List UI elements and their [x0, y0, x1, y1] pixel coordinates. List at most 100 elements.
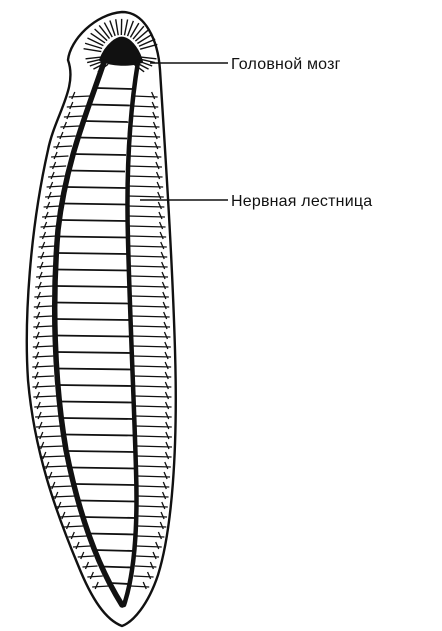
- lateral-nerve-tick-left: [37, 402, 40, 409]
- head-nerve-ray: [133, 26, 144, 39]
- lateral-nerve-tick-right: [152, 102, 155, 109]
- lateral-nerve-tick-right: [161, 512, 164, 519]
- nerve-ladder-rung: [56, 352, 131, 353]
- lateral-nerve-left: [53, 146, 72, 147]
- lateral-nerve-tick-left: [95, 582, 98, 589]
- head-nerve-ray: [91, 33, 105, 43]
- lateral-nerve-tick-left: [36, 352, 39, 359]
- nerve-ladder-rung: [55, 303, 129, 304]
- lateral-nerve-tick-right: [165, 362, 168, 369]
- nerve-ladder-rung: [57, 270, 128, 271]
- nerve-ladder-rung: [57, 369, 132, 370]
- lateral-nerve-tick-left: [58, 502, 61, 509]
- lateral-nerve-tick-left: [90, 572, 93, 579]
- lateral-nerve-tick-left: [41, 442, 44, 449]
- lateral-nerve-tick-left: [45, 212, 48, 219]
- lateral-nerve-tick-right: [162, 262, 165, 269]
- nerve-ladder-rung: [55, 319, 129, 320]
- lateral-nerve-left: [38, 256, 55, 257]
- lateral-nerve-tick-right: [164, 332, 167, 339]
- nerve-ladder-rung: [78, 138, 127, 139]
- lateral-nerve-tick-left: [53, 162, 56, 169]
- lateral-nerve-tick-left: [48, 192, 51, 199]
- lateral-nerve-left: [64, 116, 83, 117]
- nerve-ladder-rung: [83, 517, 135, 518]
- lateral-nerve-tick-left: [76, 542, 79, 549]
- lateral-nerve-tick-left: [37, 312, 40, 319]
- lateral-nerve-right: [135, 416, 171, 417]
- lateral-nerve-right: [129, 246, 167, 247]
- head-nerve-ray: [116, 19, 119, 35]
- lateral-nerve-tick-left: [72, 92, 75, 99]
- lateral-nerve-tick-right: [160, 222, 163, 229]
- lateral-nerve-tick-left: [42, 242, 45, 249]
- lateral-nerve-tick-right: [166, 442, 169, 449]
- lateral-nerve-tick-right: [161, 242, 164, 249]
- lateral-nerve-left: [33, 326, 52, 327]
- lateral-nerve-right: [135, 406, 171, 407]
- lateral-nerve-left: [44, 206, 61, 207]
- lateral-nerve-tick-right: [154, 132, 157, 139]
- lateral-nerve-left: [37, 266, 55, 267]
- lateral-nerve-right: [132, 326, 170, 327]
- lateral-nerve-tick-left: [38, 412, 41, 419]
- lateral-nerve-left: [92, 586, 109, 587]
- lateral-nerve-tick-right: [166, 402, 169, 409]
- lateral-nerve-tick-right: [163, 482, 166, 489]
- lateral-nerve-right: [127, 186, 163, 187]
- lateral-nerve-tick-right: [163, 492, 166, 499]
- nerve-ladder-rung: [72, 468, 135, 469]
- nerve-ladder-rung: [72, 154, 126, 155]
- lateral-nerve-tick-left: [54, 152, 57, 159]
- lateral-nerve-tick-left: [71, 532, 74, 539]
- lateral-nerve-tick-right: [165, 462, 168, 469]
- lateral-nerve-tick-right: [162, 272, 165, 279]
- lateral-nerve-right: [128, 216, 165, 217]
- nerve-ladder-rung: [89, 534, 136, 535]
- lateral-nerve-tick-right: [160, 522, 163, 529]
- lateral-nerve-left: [48, 176, 65, 177]
- nerve-ladder-rung: [58, 253, 127, 254]
- lateral-nerve-left: [50, 166, 67, 167]
- head-nerve-ray: [135, 30, 148, 41]
- lateral-nerve-tick-right: [165, 382, 168, 389]
- nerve-ladder-rung: [56, 336, 131, 337]
- nerve-ladder-rung: [60, 237, 127, 238]
- lateral-nerve-tick-right: [165, 392, 168, 399]
- left-nerve-cord: [55, 62, 122, 605]
- lateral-nerve-left: [35, 286, 53, 287]
- nerve-ladder-rung: [69, 171, 126, 172]
- lateral-nerve-tick-left: [43, 452, 46, 459]
- lateral-nerve-tick-right: [162, 282, 165, 289]
- lateral-nerve-left: [45, 196, 62, 197]
- nerve-ladder-rung: [66, 435, 134, 436]
- lateral-nerve-right: [127, 176, 162, 177]
- lateral-nerve-tick-left: [41, 252, 44, 259]
- lateral-nerve-right: [137, 466, 171, 467]
- lateral-nerve-left: [34, 316, 53, 317]
- lateral-nerve-tick-left: [44, 222, 47, 229]
- lateral-nerve-right: [134, 366, 171, 367]
- lateral-nerve-tick-left: [49, 472, 52, 479]
- lateral-nerve-tick-left: [67, 112, 70, 119]
- lateral-nerve-left: [87, 576, 102, 577]
- lateral-nerve-tick-left: [42, 232, 45, 239]
- lateral-nerve-left: [64, 526, 84, 527]
- lateral-nerve-tick-right: [166, 412, 169, 419]
- lateral-nerve-tick-left: [63, 122, 66, 129]
- lateral-nerve-tick-left: [38, 282, 41, 289]
- lateral-nerve-right: [134, 576, 154, 577]
- nerve-ladder-rung: [56, 286, 129, 287]
- lateral-nerve-tick-right: [156, 162, 159, 169]
- lateral-nerve-tick-right: [158, 202, 161, 209]
- lateral-nerve-left: [57, 136, 76, 137]
- lateral-nerve-tick-left: [81, 552, 84, 559]
- lateral-nerve-tick-left: [36, 382, 39, 389]
- lateral-nerve-right: [130, 266, 168, 267]
- lateral-nerve-tick-left: [46, 462, 49, 469]
- lateral-nerve-tick-right: [162, 502, 165, 509]
- brain-label: Головной мозг: [231, 56, 341, 73]
- nerve-ladder-rung: [66, 187, 125, 188]
- nerve-ladder-rung: [95, 550, 134, 551]
- lateral-nerve-left: [73, 546, 90, 547]
